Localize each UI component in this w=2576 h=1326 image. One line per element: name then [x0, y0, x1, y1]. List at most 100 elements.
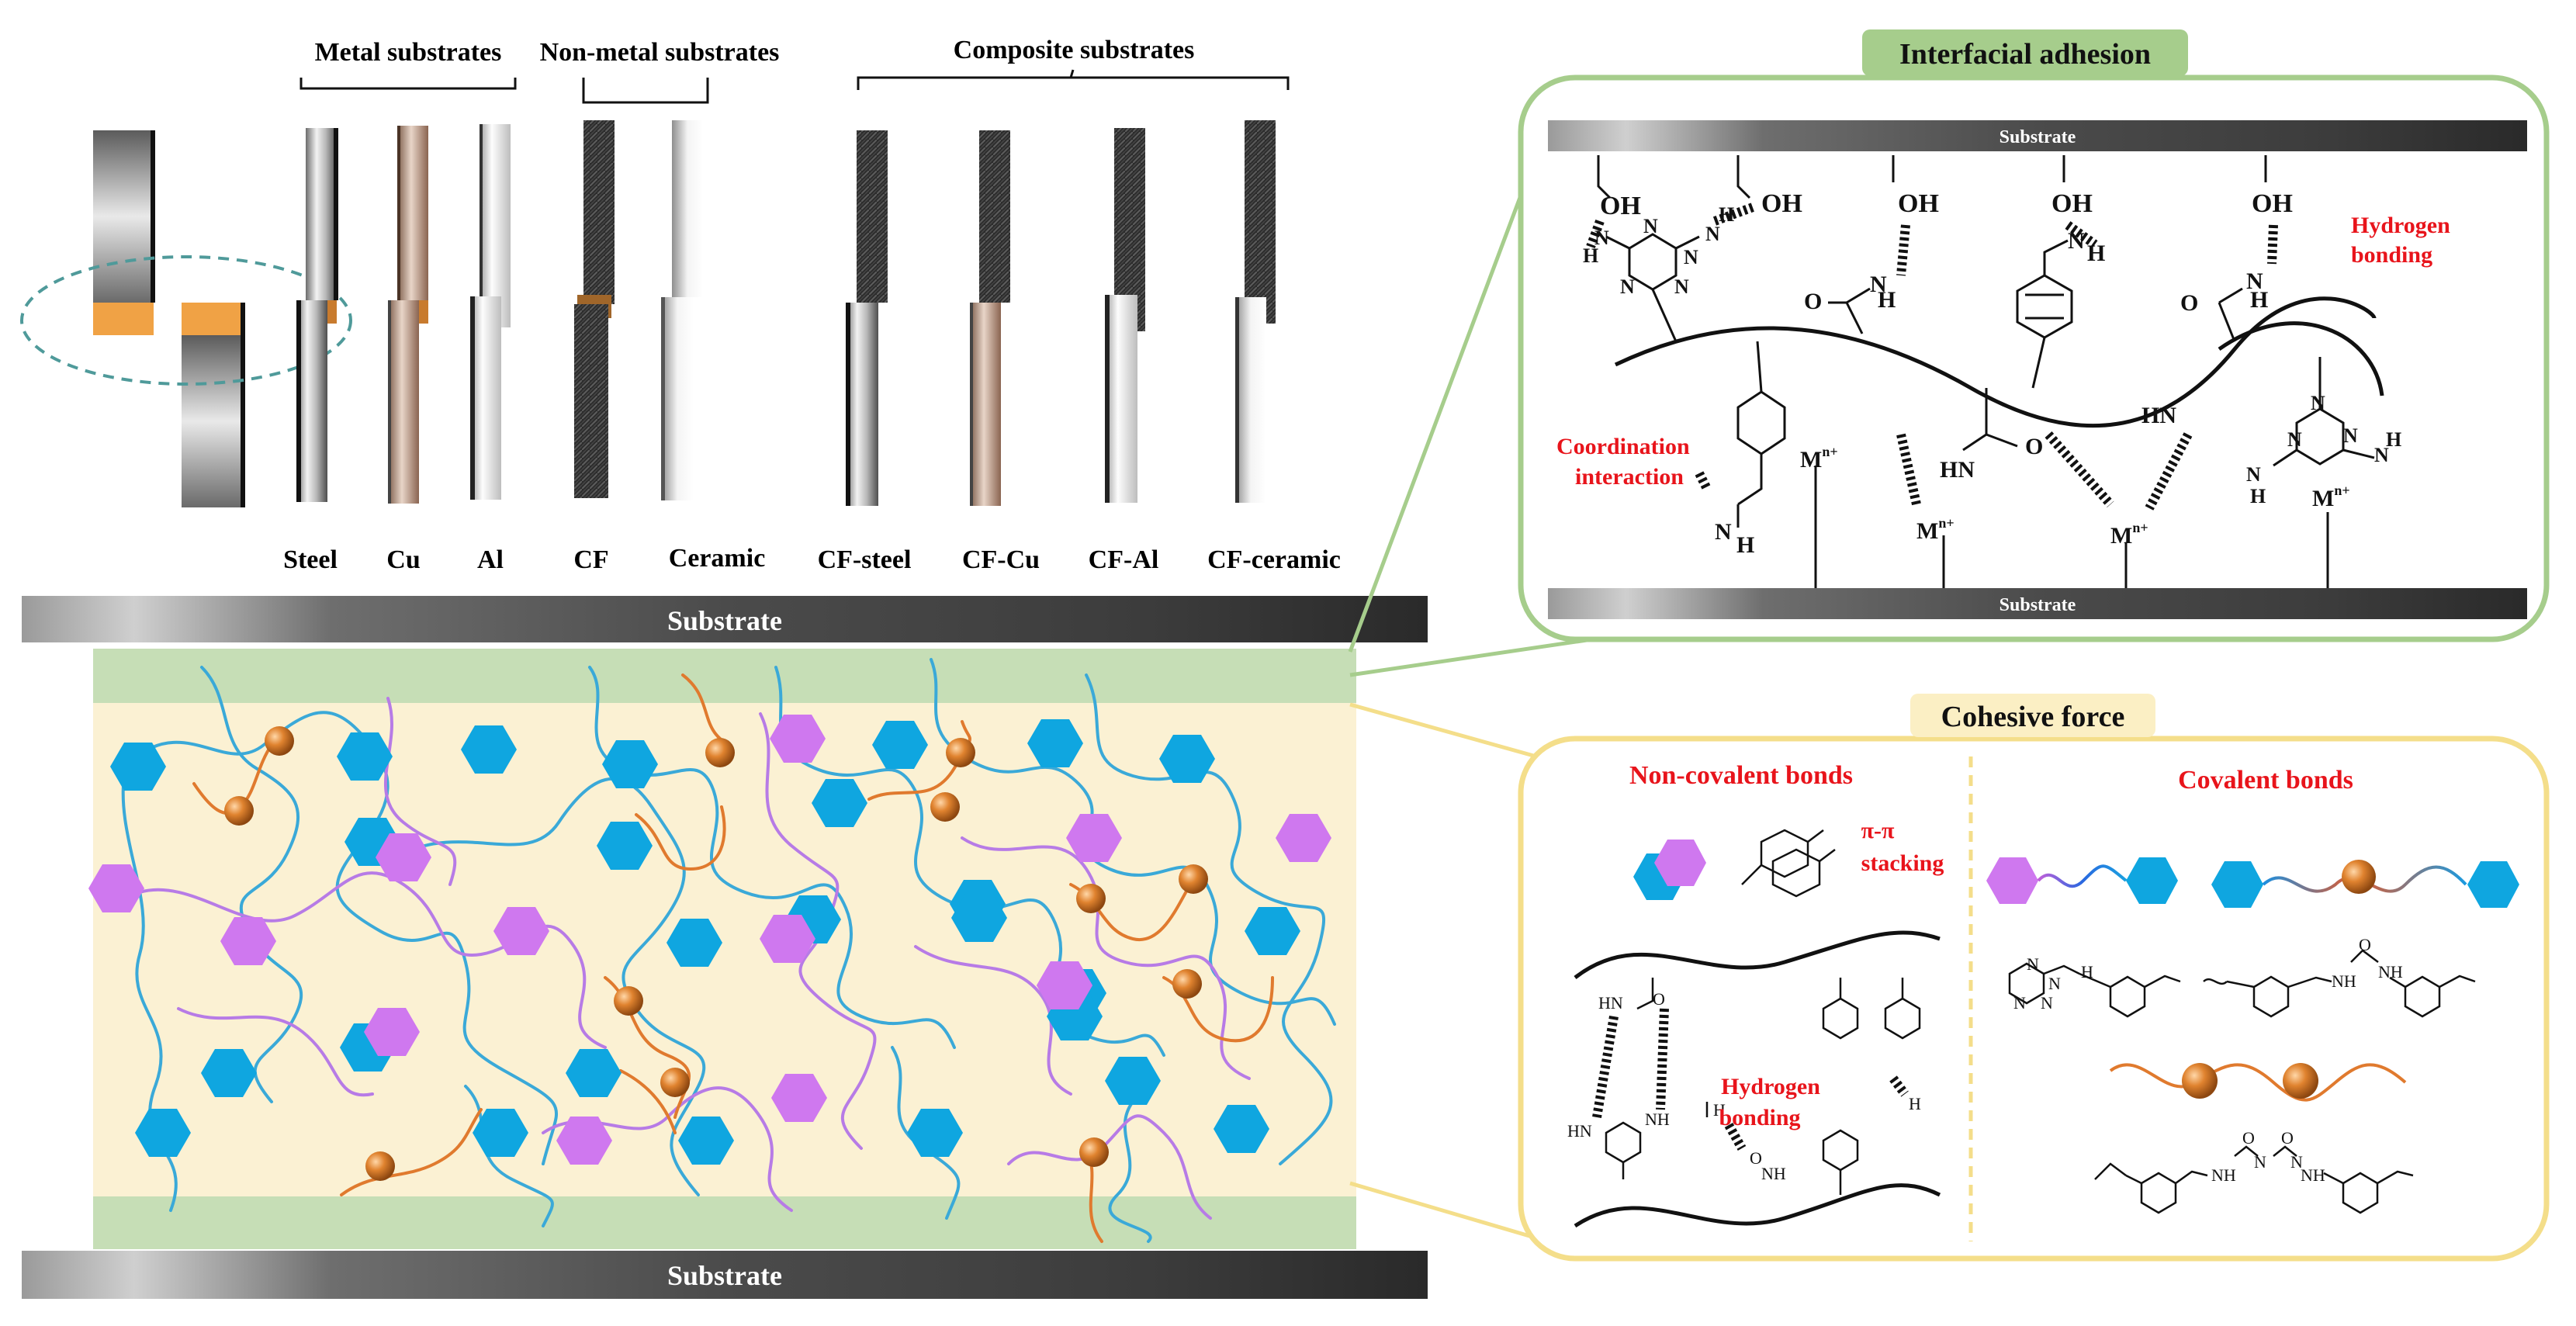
svg-text:H: H: [2250, 287, 2268, 313]
svg-text:O: O: [1750, 1148, 1762, 1168]
hbond-label-2: bonding: [1719, 1105, 1800, 1130]
svg-text:NH: NH: [2301, 1165, 2325, 1185]
svg-text:HN: HN: [1598, 993, 1623, 1013]
sample-label-al: Al: [477, 545, 504, 574]
svg-text:bonding: bonding: [2351, 242, 2432, 268]
benzyl-top: [2016, 239, 2073, 389]
svg-text:H: H: [1736, 532, 1754, 558]
substrate-bottom-label: Substrate: [667, 1260, 782, 1291]
polymer-backbone: [1614, 296, 2377, 428]
svg-text:H: H: [1583, 244, 1598, 267]
amide-left: [1828, 287, 1871, 334]
svg-text:Hydrogen: Hydrogen: [2351, 213, 2450, 238]
sample-label-ceramic: Ceramic: [669, 544, 766, 573]
specimen-cf-cu: [970, 130, 1010, 506]
specimen-ceramic: [661, 120, 703, 500]
svg-text:H: H: [1719, 203, 1734, 226]
lower-adherend: [182, 335, 244, 507]
svg-text:H: H: [1713, 1100, 1726, 1120]
adhesion-substrate-bottom-label: Substrate: [2000, 595, 2076, 615]
specimen-cu: [388, 126, 428, 504]
composite-substrates-label: Composite substrates: [954, 36, 1195, 64]
svg-text:HN: HN: [1567, 1121, 1592, 1141]
pi-stacking-icon: [1633, 840, 1706, 900]
substrate-bottom-bar: [22, 1251, 1428, 1299]
specimen-cf-al: [1105, 128, 1145, 503]
specimen-al: [470, 124, 511, 500]
covalent-title: Covalent bonds: [2178, 766, 2353, 795]
noncovalent-title: Non-covalent bonds: [1629, 761, 1853, 790]
connector-cohesion-top: [1349, 702, 1551, 763]
sample-label-steel: Steel: [283, 545, 338, 574]
oh-label: OH: [1898, 189, 1939, 218]
svg-text:N: N: [2246, 268, 2263, 294]
svg-text:N: N: [1870, 272, 1887, 297]
metal-bracket: [299, 78, 517, 90]
specimen-cf-ceramic: [1235, 120, 1276, 503]
svg-text:N: N: [2374, 444, 2389, 466]
svg-text:Mn+: Mn+: [1916, 515, 1955, 544]
coordination-interaction-label: Coordination interaction: [1556, 434, 1690, 490]
svg-text:O: O: [2180, 290, 2198, 316]
sample-label-cf-cu: CF-Cu: [962, 545, 1040, 574]
sample-label-cf: CF: [573, 545, 608, 574]
substrate-top-bar: [22, 596, 1428, 642]
svg-text:NH: NH: [1761, 1164, 1786, 1183]
adhesion-substrate-top: [1548, 120, 2527, 151]
svg-text:N: N: [2027, 954, 2039, 974]
svg-text:N: N: [2254, 1152, 2266, 1172]
svg-text:N: N: [2343, 424, 2358, 447]
svg-text:N: N: [1643, 215, 1658, 237]
stacking-label: stacking: [1861, 850, 1944, 876]
svg-text:N: N: [2013, 993, 2026, 1013]
substrate-top-label: Substrate: [667, 605, 782, 636]
sample-label-cf-al: CF-Al: [1089, 545, 1159, 574]
svg-text:O: O: [2025, 434, 2043, 459]
svg-text:NH: NH: [2378, 962, 2403, 982]
svg-text:NH: NH: [1645, 1110, 1670, 1129]
connector-cohesion-bottom: [1349, 1181, 1549, 1244]
hydrogen-bonding-label: Hydrogen bonding: [2351, 213, 2450, 268]
svg-text:N: N: [2068, 228, 2085, 254]
oh-label: OH: [1600, 192, 1641, 220]
adhesive-joint: Substrate Substrate: [22, 596, 1428, 1299]
sample-label-cf-ceramic: CF-ceramic: [1207, 545, 1341, 574]
svg-text:H: H: [1878, 287, 1896, 313]
triazine-left: [1605, 233, 1700, 342]
interfacial-adhesion-panel: Interfacial adhesion Substrate Substrate…: [1518, 29, 2550, 642]
sample-label-cf-steel: CF-steel: [818, 545, 912, 574]
svg-text:N: N: [1674, 275, 1689, 298]
cohesive-force-panel: Cohesive force Non-covalent bonds Covale…: [1518, 694, 2550, 1262]
oh-label: OH: [1761, 189, 1802, 218]
svg-text:NH: NH: [2211, 1165, 2236, 1185]
svg-text:O: O: [2281, 1128, 2294, 1148]
svg-text:HN: HN: [2141, 403, 2176, 428]
svg-text:NH: NH: [2332, 971, 2356, 991]
covalent-bond-hex-chain: [1986, 857, 2178, 904]
adhesive-overlap-lower: [182, 303, 244, 335]
svg-text:O: O: [2242, 1128, 2255, 1148]
polymer-network: [121, 658, 1336, 1243]
svg-text:O: O: [1804, 289, 1822, 314]
svg-text:H: H: [2386, 428, 2401, 451]
svg-text:N: N: [1715, 519, 1732, 545]
sample-overview: Metal substrates Non-metal substrates Co…: [20, 36, 1341, 574]
adhesive-matrix: [93, 703, 1356, 1196]
svg-text:N: N: [1684, 246, 1698, 268]
pi-pi-label: π-π: [1861, 818, 1895, 843]
sample-label-cu: Cu: [386, 545, 420, 574]
svg-text:N: N: [1620, 275, 1635, 298]
specimen-steel: [296, 128, 338, 502]
covalent-bond-hex-sphere-hex: [2211, 860, 2519, 908]
svg-text:H: H: [2087, 241, 2105, 266]
coordination-lines: [1814, 466, 2329, 588]
benzyl-bottom-left: [1736, 341, 1786, 528]
adhesion-substrate-bottom: [1548, 588, 2527, 619]
upper-adherend: [93, 130, 154, 303]
svg-text:Coordination: Coordination: [1556, 434, 1690, 459]
triazine-right: [2273, 357, 2375, 467]
connector-adhesion-bottom: [1349, 638, 1587, 677]
oh-label: OH: [2051, 189, 2093, 218]
svg-text:N: N: [2311, 392, 2325, 414]
